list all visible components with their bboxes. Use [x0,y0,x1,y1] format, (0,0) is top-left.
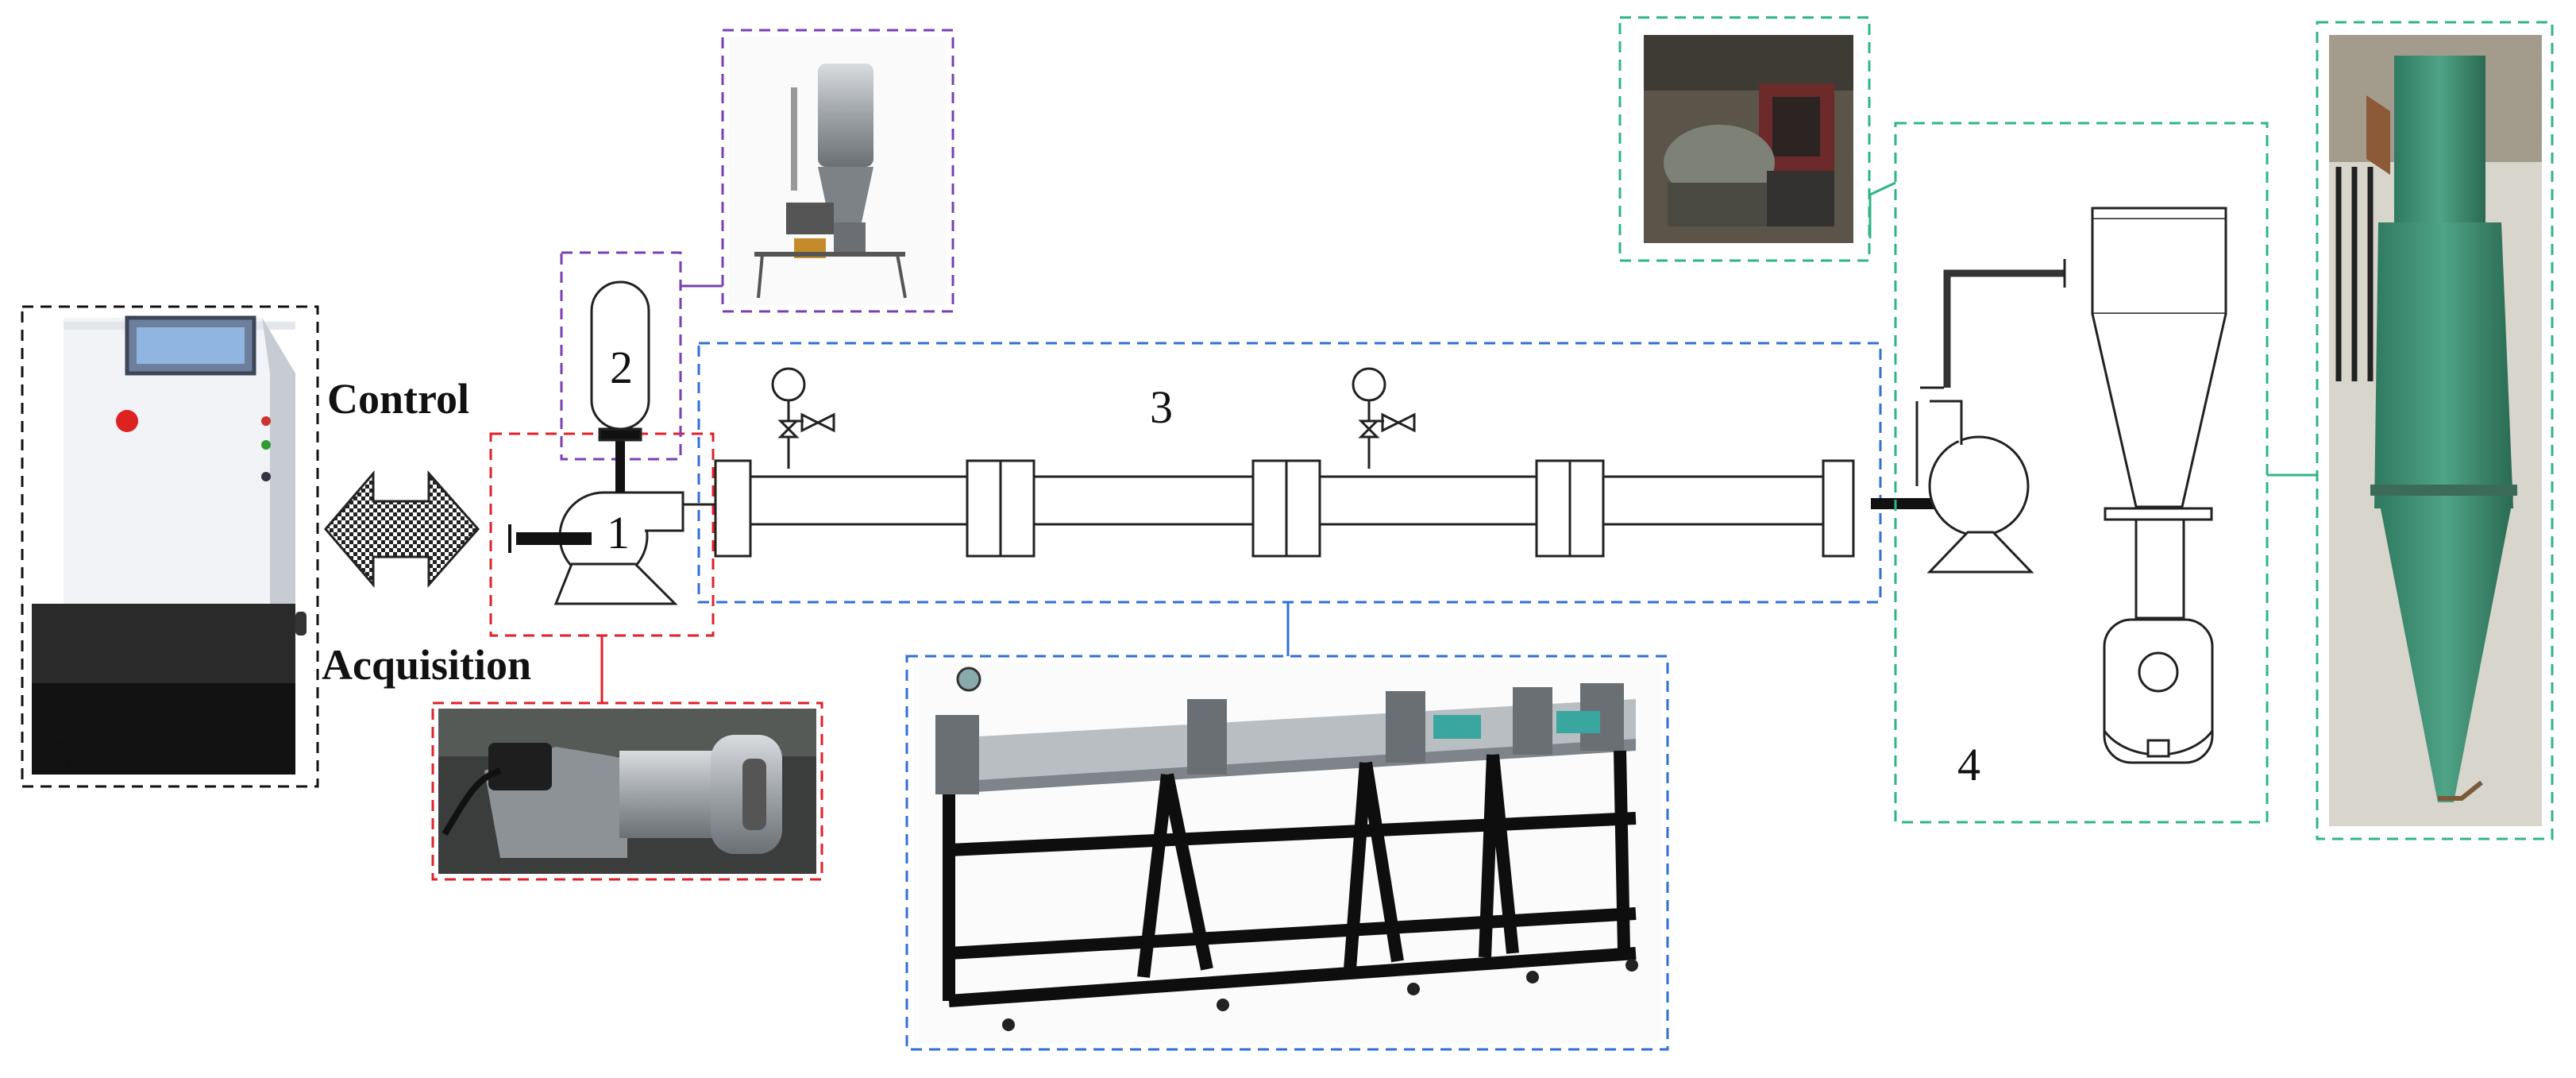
pressure-gauge-1 [771,367,835,469]
acquisition-label: Acquisition [322,641,531,689]
controller-dashed-box [21,305,319,788]
blower-callout-line [1868,181,1896,238]
cyclone-symbol [2091,207,2227,764]
feeder-photo [729,37,947,305]
separator-number: 4 [1957,739,1980,790]
feeder-number: 2 [610,342,633,393]
controller-number: 5 [49,731,72,782]
cyclone-separator-photo [2329,35,2542,826]
pipeline-test-rig-photo [913,663,1661,1044]
pipeline-photo-dashed-box [905,655,1669,1051]
pipeline-symbol [714,459,1855,558]
pipeline-dashed-box [697,342,1882,604]
double-arrow [324,469,480,589]
pipeline-number: 3 [1150,381,1173,433]
cyclone-photo-dashed-box [2316,21,2554,840]
feeder-photo-dashed-box [721,29,954,313]
blower-photo [1644,35,1853,243]
pressure-gauge-2 [1352,367,1416,469]
motor-number: 1 [607,507,630,558]
motor-photo [438,709,816,874]
blower-to-cyclone-pipe [1943,269,2065,388]
control-label: Control [327,375,469,423]
control-acquisition-cabinet [32,315,307,775]
motor-symbol [553,491,715,605]
blower-symbol [1915,386,2034,574]
motor-photo-dashed-box [431,701,823,881]
blower-photo-dashed-box [1618,16,1871,262]
separator-dashed-box [1894,122,2269,824]
feeder-symbol [590,280,650,493]
